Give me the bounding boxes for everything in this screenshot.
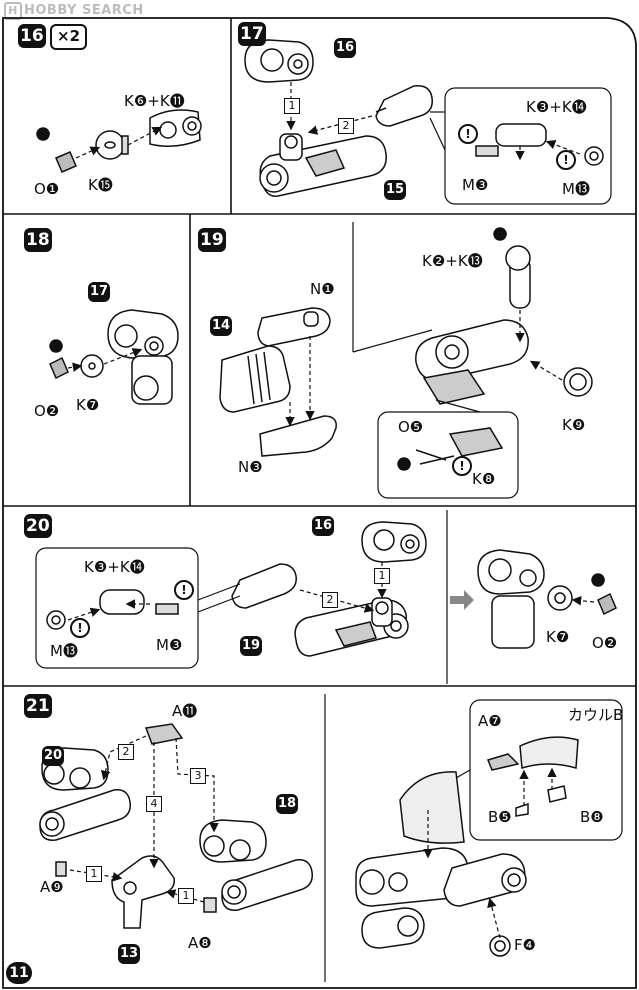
step-21-label-2: A❾ bbox=[40, 878, 64, 896]
step-21-label-3: A❽ bbox=[188, 934, 212, 952]
step-17-ref-16: 16 bbox=[334, 38, 357, 58]
step-20-label-4: K❼ bbox=[546, 628, 570, 646]
step-21-label-7: B❽ bbox=[580, 808, 604, 826]
step-20-ref-16: 16 bbox=[312, 516, 335, 536]
step-19-label-3: K❷+K⓭ bbox=[422, 252, 483, 270]
step-21-arrow-1a: 1 bbox=[86, 866, 102, 882]
caution-icon: ! bbox=[556, 150, 576, 170]
step-17-label-1: K❸+K⓮ bbox=[526, 98, 587, 116]
caution-icon: ! bbox=[458, 124, 478, 144]
step-19-marker: 19 bbox=[198, 228, 226, 252]
step-21-label-5: カウルB bbox=[568, 706, 624, 724]
step-19-label-1: N❶ bbox=[310, 280, 335, 298]
step-21-ref-18: 18 bbox=[276, 794, 299, 814]
caution-icon: ! bbox=[452, 456, 472, 476]
step-19-label-6: K❽ bbox=[472, 470, 496, 488]
hobby-search-logo-icon: H bbox=[4, 2, 22, 20]
step-21-arrow-2: 2 bbox=[118, 744, 134, 760]
step-19-label-2: N❸ bbox=[238, 458, 263, 476]
step-17-label-3: M⓭ bbox=[562, 180, 590, 198]
step-17-arrow-1: 1 bbox=[284, 98, 300, 114]
step-21-arrow-1b: 1 bbox=[178, 888, 194, 904]
step-21-label-4: A❼ bbox=[478, 712, 502, 730]
step-17-label-2: M❸ bbox=[462, 176, 489, 194]
step-16-label-2: K⓯ bbox=[88, 176, 113, 194]
step-20-arrow-2: 2 bbox=[322, 592, 338, 608]
step-21-ref-13: 13 bbox=[118, 944, 141, 964]
step-18-label-1: O❷ bbox=[34, 402, 60, 420]
step-20-marker: 20 bbox=[24, 514, 52, 538]
step-19-label-5: O❺ bbox=[398, 418, 424, 436]
caution-icon: ! bbox=[174, 580, 194, 600]
step-20-label-2: M⓭ bbox=[50, 642, 78, 660]
step-21-label-1: A⓫ bbox=[172, 702, 198, 720]
step-20-label-3: M❸ bbox=[156, 636, 183, 654]
step-17-ref-15: 15 bbox=[384, 180, 407, 200]
step-21-arrow-3: 3 bbox=[190, 768, 206, 784]
watermark-text: HOBBY SEARCH bbox=[24, 3, 144, 18]
page-number: 11 bbox=[6, 962, 32, 984]
step-21-label-6: B❺ bbox=[488, 808, 512, 826]
step-16-quantity: ×2 bbox=[50, 24, 88, 50]
step-18-marker: 18 bbox=[24, 228, 52, 252]
step-21-marker: 21 bbox=[24, 694, 52, 718]
step-20-ref-19: 19 bbox=[240, 636, 263, 656]
step-17-arrow-2: 2 bbox=[338, 118, 354, 134]
step-19-ref-14: 14 bbox=[210, 316, 233, 336]
step-21-label-8: F❹ bbox=[514, 936, 537, 954]
step-18-ref-17: 17 bbox=[88, 282, 111, 302]
step-20-arrow-1: 1 bbox=[374, 568, 390, 584]
step-19-label-4: K❾ bbox=[562, 416, 586, 434]
step-20-label-5: O❷ bbox=[592, 634, 618, 652]
step-18-label-2: K❼ bbox=[76, 396, 100, 414]
step-21-arrow-4: 4 bbox=[146, 796, 162, 812]
step-16-label-3: O❶ bbox=[34, 180, 60, 198]
step-16-label-1: K❻+K⓫ bbox=[124, 92, 185, 110]
step-20-label-1: K❸+K⓮ bbox=[84, 558, 145, 576]
caution-icon: ! bbox=[70, 618, 90, 638]
step-17-marker: 17 bbox=[238, 22, 266, 46]
step-21-ref-20: 20 bbox=[42, 746, 65, 766]
step-16-marker: 16 bbox=[18, 24, 46, 48]
